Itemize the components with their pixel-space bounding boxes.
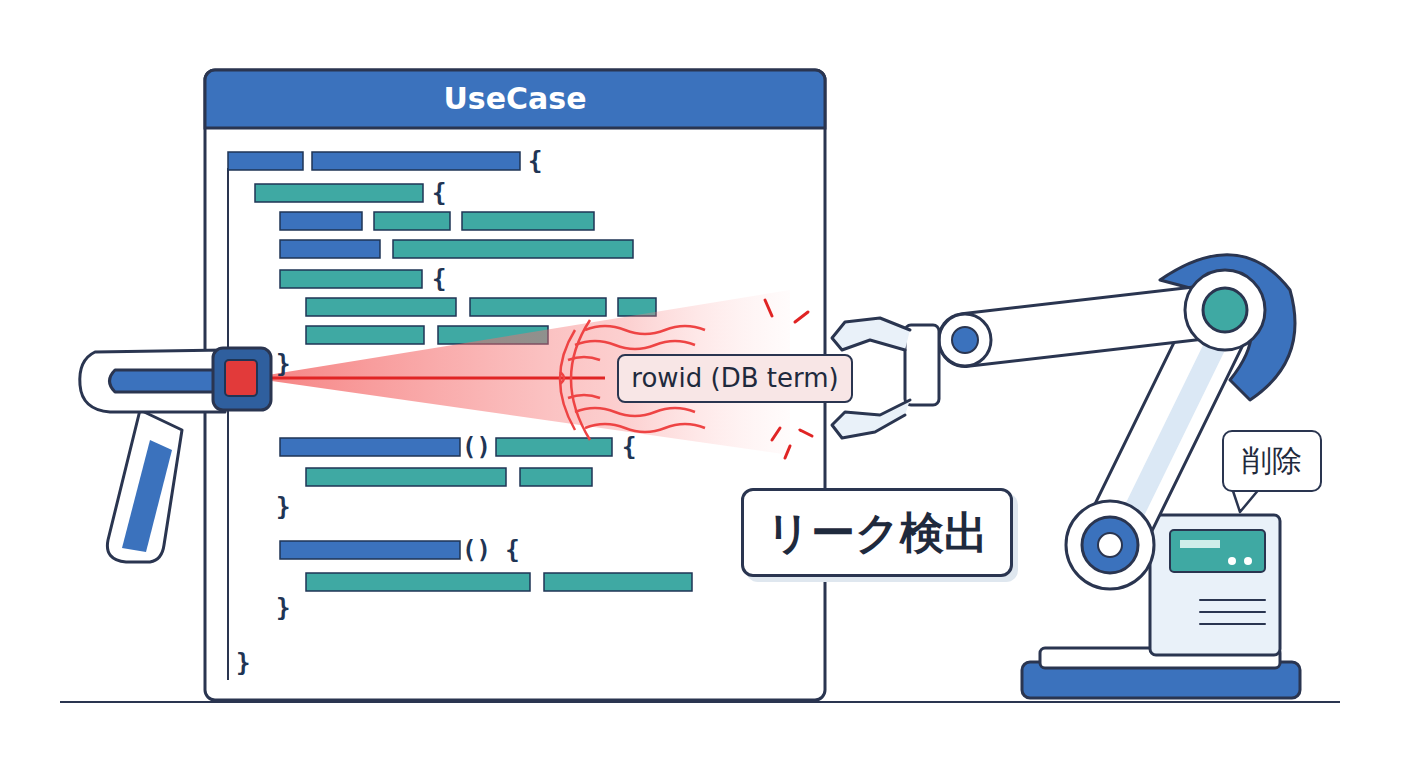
scanner-gun	[80, 348, 271, 562]
code-bar	[496, 438, 612, 456]
node-text: rowid (DB term)	[631, 362, 839, 395]
code-bar	[393, 240, 633, 258]
code-token: {	[432, 267, 446, 291]
indent-guide	[227, 168, 229, 680]
speech-bubble: 削除	[1222, 430, 1322, 492]
code-token: {	[432, 181, 446, 205]
node-text: 削除	[1242, 442, 1302, 480]
code-token: {	[528, 149, 542, 173]
code-token: () {	[462, 538, 520, 562]
db-term-tag: rowid (DB term)	[617, 354, 853, 403]
code-token: }	[236, 651, 250, 675]
code-bar	[280, 240, 380, 258]
code-bar	[374, 212, 450, 230]
code-bar	[470, 298, 606, 316]
code-token: {	[622, 435, 636, 459]
code-token: ()	[462, 435, 491, 459]
code-token: }	[276, 352, 290, 376]
node-text: リーク検出	[766, 505, 988, 560]
code-bar	[280, 270, 422, 288]
code-bar	[280, 541, 460, 559]
code-bar	[306, 573, 530, 591]
code-bar	[255, 184, 423, 202]
code-bar	[306, 298, 456, 316]
code-bar	[462, 212, 594, 230]
code-bar	[280, 212, 362, 230]
window-title: UseCase	[205, 70, 825, 128]
laser-line	[250, 377, 605, 380]
code-bar	[520, 468, 592, 486]
code-bar	[306, 468, 506, 486]
code-bar	[306, 326, 424, 344]
code-token: }	[276, 495, 290, 519]
code-bar	[544, 573, 692, 591]
window-header	[205, 70, 825, 128]
code-bar	[228, 152, 303, 170]
code-bar	[312, 152, 520, 170]
code-token: }	[276, 596, 290, 620]
callout-box: リーク検出	[741, 488, 1013, 577]
code-bar	[280, 438, 460, 456]
